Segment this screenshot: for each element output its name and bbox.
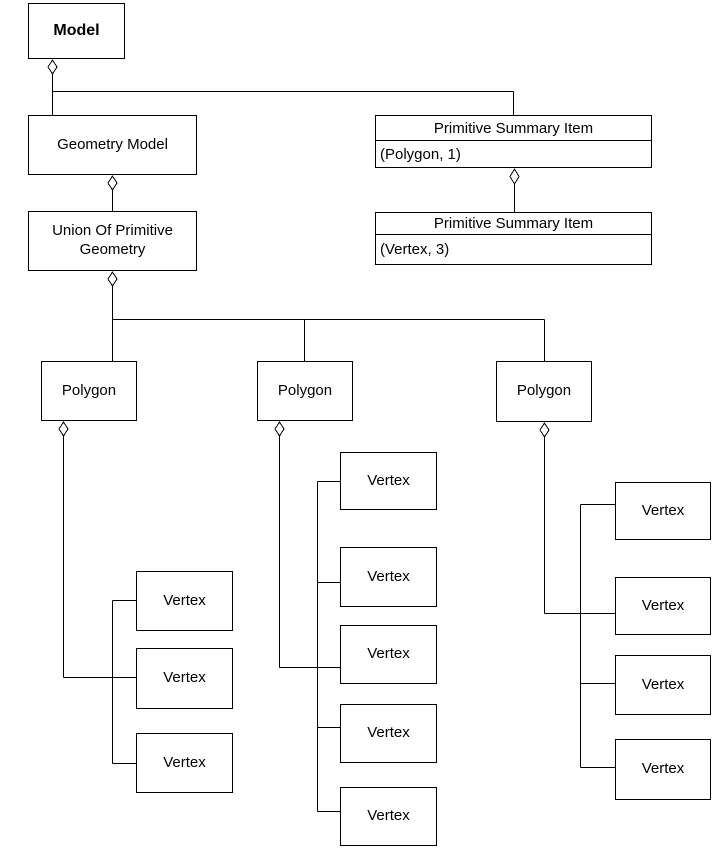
aggregation-diamond-icon	[274, 421, 285, 437]
node-vertex-p2-2[interactable]: Vertex	[340, 547, 437, 607]
summary-item-value: (Vertex, 3)	[380, 241, 450, 258]
summary-item-title: Primitive Summary Item	[376, 213, 651, 235]
node-vertex-p3-1[interactable]: Vertex	[615, 482, 711, 540]
node-vertex-p3-2[interactable]: Vertex	[615, 577, 711, 635]
node-vertex-p1-3[interactable]: Vertex	[136, 733, 233, 793]
node-polygon-1[interactable]: Polygon	[41, 361, 137, 421]
node-vertex-p1-1[interactable]: Vertex	[136, 571, 233, 631]
summary-item-value: (Polygon, 1)	[380, 145, 461, 163]
node-primitive-summary-item-2[interactable]: Primitive Summary Item (Vertex, 3)	[375, 212, 652, 265]
node-vertex-p2-1[interactable]: Vertex	[340, 452, 437, 510]
node-vertex-p3-3[interactable]: Vertex	[615, 655, 711, 715]
node-vertex-p2-5[interactable]: Vertex	[340, 787, 437, 846]
node-vertex-p2-3[interactable]: Vertex	[340, 625, 437, 684]
aggregation-diamond-icon	[539, 422, 550, 438]
node-union-of-primitive-geometry[interactable]: Union Of Primitive Geometry	[28, 211, 197, 271]
summary-item-title: Primitive Summary Item	[376, 116, 651, 141]
aggregation-diamond-icon	[58, 421, 69, 437]
node-vertex-p1-2[interactable]: Vertex	[136, 648, 233, 709]
aggregation-diamond-icon	[107, 271, 118, 287]
aggregation-diamond-icon	[107, 175, 118, 191]
node-geometry-model[interactable]: Geometry Model	[28, 115, 197, 175]
aggregation-diamond-icon	[509, 168, 520, 185]
node-model[interactable]: Model	[28, 3, 125, 59]
aggregation-diamond-icon	[47, 59, 58, 75]
node-vertex-p2-4[interactable]: Vertex	[340, 704, 437, 763]
node-polygon-2[interactable]: Polygon	[257, 361, 353, 421]
node-vertex-p3-4[interactable]: Vertex	[615, 739, 711, 800]
node-primitive-summary-item-1[interactable]: Primitive Summary Item (Polygon, 1)	[375, 115, 652, 168]
node-polygon-3[interactable]: Polygon	[496, 361, 592, 422]
